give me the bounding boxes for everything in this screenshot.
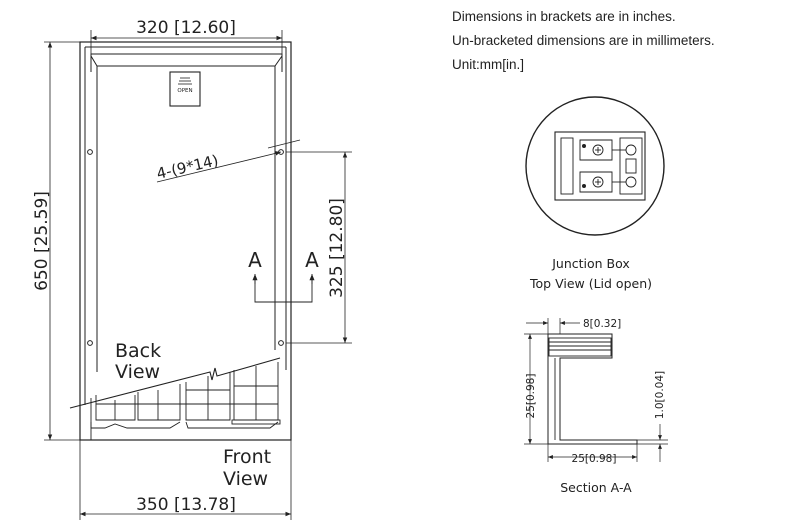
section-title: Section A-A	[560, 480, 632, 495]
dim-thickness: 1.0[0.04]	[654, 371, 666, 419]
back-view-label-1: Back	[115, 340, 161, 362]
panel-drawing: OPEN 320 [12.60]	[32, 18, 352, 520]
holes-callout: 4-(9*14)	[155, 151, 220, 183]
svg-text:A: A	[248, 248, 262, 272]
jbox-lid-label: OPEN	[177, 88, 192, 94]
junction-box-detail	[525, 96, 665, 236]
dim-bottom: 350 [13.78]	[136, 495, 236, 515]
note-unit: Unit:mm[in.]	[452, 57, 525, 72]
front-view-label-1: Front	[223, 446, 271, 468]
section-a-a: 8[0.32] 25[0.98] 25[0.98] 1.0[0.04]	[524, 318, 668, 465]
note-millimeters: Un-bracketed dimensions are in millimete…	[452, 33, 715, 48]
dim-height: 25[0.98]	[525, 374, 537, 419]
note-inches: Dimensions in brackets are in inches.	[452, 9, 676, 24]
junction-box-title: Junction Box	[551, 256, 630, 271]
back-view-label-2: View	[115, 361, 160, 383]
dim-top: 320 [12.60]	[136, 18, 236, 38]
panel-outer-frame	[79, 41, 292, 441]
detail-circle	[525, 96, 665, 236]
dim-width: 25[0.98]	[572, 453, 617, 465]
mounting-holes	[87, 149, 284, 346]
dim-left: 650 [25.59]	[32, 191, 52, 291]
front-view-label-2: View	[223, 468, 268, 490]
svg-text:A: A	[305, 248, 319, 272]
junction-box-subtitle: Top View (Lid open)	[529, 276, 652, 291]
panel-junction-box: OPEN	[169, 71, 201, 107]
dim-right: 325 [12.80]	[327, 198, 347, 298]
break-line	[69, 357, 281, 409]
frame-top-lip	[90, 53, 283, 72]
section-marker: A A	[248, 248, 319, 303]
dim-lip: 8[0.32]	[583, 318, 621, 330]
front-cell-grid	[90, 362, 281, 440]
